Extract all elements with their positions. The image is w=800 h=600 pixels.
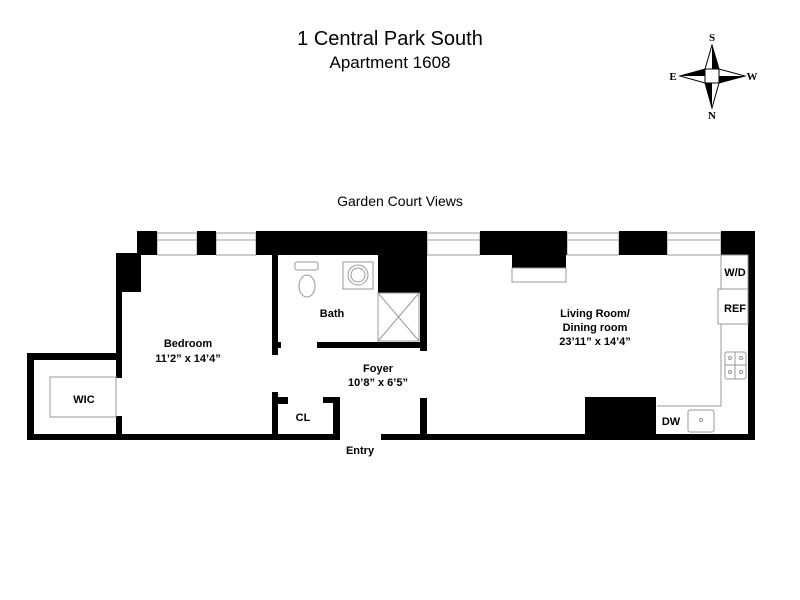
dishwasher-label: DW: [662, 416, 681, 428]
plan-subtitle: Apartment 1608: [330, 53, 451, 72]
closet-label: CL: [296, 412, 311, 424]
kitchen-counter: [657, 324, 722, 407]
living-dims: 23’11” x 14’4”: [559, 336, 631, 348]
shower-icon: [377, 292, 420, 342]
bedroom-label: Bedroom: [164, 338, 213, 350]
foyer-label: Foyer: [363, 363, 394, 375]
room-labels: Bedroom 11’2” x 14’4” Bath Foyer 10’8” x…: [73, 267, 746, 457]
wic-shelf: [49, 376, 117, 418]
washer-dryer-label: W/D: [724, 267, 745, 279]
compass-w: W: [747, 71, 758, 83]
kitchen-sink-icon: [687, 409, 715, 433]
compass-n: N: [708, 110, 716, 122]
refrigerator: [717, 288, 749, 325]
toilet-tank-icon: [294, 261, 319, 271]
bedroom-dims: 11’2” x 14’4”: [155, 353, 220, 365]
mantel: [511, 267, 567, 283]
entry-label: Entry: [346, 445, 375, 457]
compass-rose-icon: S N E W: [669, 32, 757, 122]
fixtures: [49, 254, 749, 433]
view-label: Garden Court Views: [337, 193, 463, 209]
toilet-bowl-icon: [298, 274, 316, 298]
living-label-line2: Dining room: [563, 322, 628, 334]
living-label-line1: Living Room/: [560, 308, 630, 320]
wic-label: WIC: [73, 394, 94, 406]
plan-title: 1 Central Park South: [297, 28, 483, 50]
stove-icon: [724, 351, 747, 380]
fridge-label: REF: [724, 303, 746, 315]
bath-label: Bath: [320, 308, 345, 320]
compass-e: E: [669, 71, 676, 83]
bath-sink-icon: [342, 261, 374, 290]
foyer-dims: 10’8” x 6’5”: [348, 377, 408, 389]
compass-s: S: [709, 32, 715, 44]
walls: [27, 231, 755, 440]
